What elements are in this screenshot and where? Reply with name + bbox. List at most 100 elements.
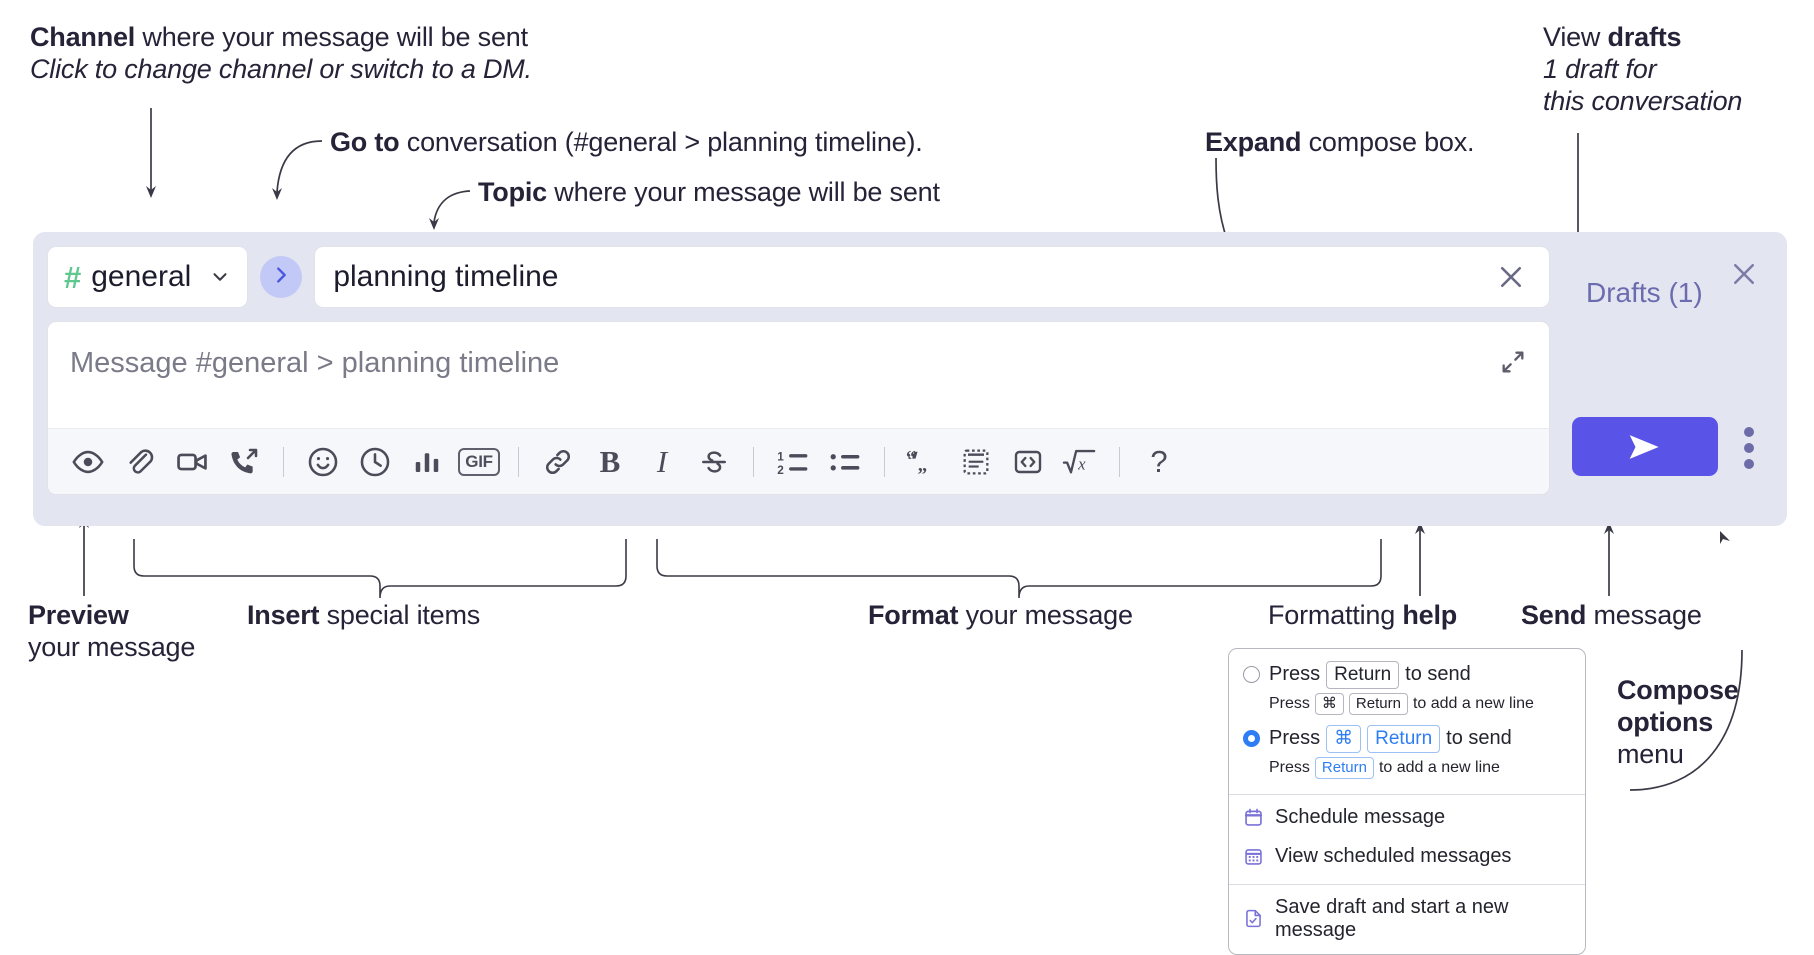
menu-item-label: Save draft and start a new message <box>1275 895 1509 941</box>
blockquote-button[interactable]: “„ <box>900 438 948 486</box>
annotation-send-bold: Send <box>1521 600 1587 630</box>
preview-button[interactable] <box>64 438 112 486</box>
inline-code-button[interactable] <box>1004 438 1052 486</box>
annotation-compose-options-l3: menu <box>1617 738 1684 769</box>
menu-item-view-scheduled-messages[interactable]: View scheduled messages <box>1229 837 1585 876</box>
svg-text:2: 2 <box>777 463 784 476</box>
annotation-drafts-bold: drafts <box>1607 22 1682 52</box>
radio-main-post: to send <box>1405 663 1471 686</box>
separator <box>518 446 519 477</box>
more-options-icon <box>1744 459 1754 469</box>
annotation-topic-bold: Topic <box>478 177 547 207</box>
menu-item-schedule-message[interactable]: Schedule message <box>1229 795 1585 837</box>
poll-button[interactable] <box>403 438 451 486</box>
annotation-compose-options-l2: options <box>1617 706 1714 737</box>
annotation-insert: Insert special items <box>247 600 577 632</box>
annotation-format-rest: your message <box>958 600 1133 630</box>
svg-text:“: “ <box>906 447 916 468</box>
chevron-right-icon <box>270 264 292 291</box>
code-block-button[interactable] <box>952 438 1000 486</box>
menu-radio-sublabel: Press ⌘ Return to add a new line <box>1229 692 1585 722</box>
go-to-conversation-button[interactable] <box>260 256 303 298</box>
radio-main-pre: Press <box>1269 663 1321 686</box>
send-arrow-icon <box>1629 434 1659 459</box>
radio-button-unselected[interactable] <box>1243 666 1260 683</box>
menu-radio-option[interactable]: Press ⌘ Return to send <box>1229 722 1585 756</box>
annotation-format: Format your message <box>868 600 1198 632</box>
compose-options-menu: Press Return to send Press ⌘ Return to a… <box>1228 648 1586 955</box>
math-button[interactable]: x <box>1056 438 1104 486</box>
menu-radio-label: Press ⌘ Return to send <box>1269 724 1512 753</box>
separator <box>283 446 284 477</box>
key-return: Return <box>1314 756 1374 779</box>
formatting-help-button[interactable]: ? <box>1135 438 1183 486</box>
radio-sub-post: to add a new line <box>1378 758 1500 776</box>
emoji-button[interactable] <box>299 438 347 486</box>
separator <box>1119 446 1120 477</box>
link-button[interactable] <box>534 438 582 486</box>
annotation-preview-line2: your message <box>28 631 196 662</box>
key-return: Return <box>1348 692 1408 715</box>
bulleted-list-button[interactable] <box>821 438 869 486</box>
annotation-compose-options-l1: Compose <box>1617 675 1739 705</box>
svg-text:1: 1 <box>777 450 784 463</box>
annotation-drafts-prefix: View <box>1543 22 1608 52</box>
annotation-compose-options: Compose options menu <box>1617 675 1814 771</box>
channel-name: general <box>91 260 192 293</box>
message-compose-card: Message #general > planning timeline <box>47 321 1550 495</box>
key-return: Return <box>1367 724 1441 753</box>
calendar-icon <box>1243 807 1264 828</box>
bold-label: B <box>599 443 621 479</box>
svg-text:„: „ <box>918 455 928 476</box>
annotation-goto: Go to conversation (#general > planning … <box>330 127 1050 159</box>
annotation-drafts-italic-2: this conversation <box>1543 85 1743 116</box>
annotation-expand-bold: Expand <box>1205 127 1302 157</box>
annotation-send-rest: message <box>1586 600 1702 630</box>
annotation-topic-rest: where your message will be sent <box>547 177 940 207</box>
close-composer-button[interactable] <box>1724 254 1764 294</box>
drafts-link[interactable]: Drafts (1) <box>1586 277 1703 308</box>
italic-button[interactable]: I <box>638 438 686 486</box>
radio-main-post: to send <box>1446 727 1512 750</box>
video-clip-button[interactable] <box>168 438 216 486</box>
expand-icon[interactable] <box>1493 342 1533 382</box>
menu-item-save-draft[interactable]: Save draft and start a new message <box>1229 885 1585 954</box>
composer-header-row: # general planning timeline <box>47 246 1550 308</box>
reminder-button[interactable] <box>351 438 399 486</box>
annotation-goto-bold: Go to <box>330 127 400 157</box>
annotation-drafts-italic-1: 1 draft for <box>1543 53 1657 84</box>
annotation-send: Send message <box>1521 600 1771 632</box>
annotation-help-bold: help <box>1402 600 1458 630</box>
annotation-insert-rest: special items <box>319 600 481 630</box>
annotation-preview: Preview your message <box>28 600 258 664</box>
send-button[interactable] <box>1572 417 1718 476</box>
separator <box>753 446 754 477</box>
channel-selector[interactable]: # general <box>47 246 249 308</box>
radio-sub-pre: Press <box>1269 758 1310 776</box>
compose-options-button[interactable] <box>1744 427 1754 469</box>
chevron-down-icon <box>209 266 231 288</box>
message-input[interactable]: Message #general > planning timeline <box>70 347 560 379</box>
radio-sub-post: to add a new line <box>1412 694 1534 712</box>
annotation-expand: Expand compose box. <box>1205 127 1545 159</box>
audio-clip-button[interactable] <box>220 438 268 486</box>
strikethrough-button[interactable] <box>690 438 738 486</box>
separator <box>884 446 885 477</box>
close-icon[interactable] <box>1491 257 1531 297</box>
attach-button[interactable] <box>116 438 164 486</box>
radio-button-selected[interactable] <box>1243 729 1260 747</box>
menu-radio-option[interactable]: Press Return to send <box>1229 658 1585 692</box>
annotation-channel-rest: where your message will be sent <box>135 22 528 52</box>
annotation-formatting-help: Formatting help <box>1268 600 1518 632</box>
gif-button[interactable]: GIF <box>455 438 503 486</box>
annotation-insert-bold: Insert <box>247 600 320 630</box>
annotation-format-bold: Format <box>868 600 959 630</box>
document-check-icon <box>1243 908 1264 929</box>
annotation-preview-bold: Preview <box>28 600 129 630</box>
topic-input[interactable]: planning timeline <box>314 246 1550 308</box>
menu-radio-label: Press Return to send <box>1269 661 1471 689</box>
key-return: Return <box>1326 661 1400 689</box>
bold-button[interactable]: B <box>586 438 634 486</box>
